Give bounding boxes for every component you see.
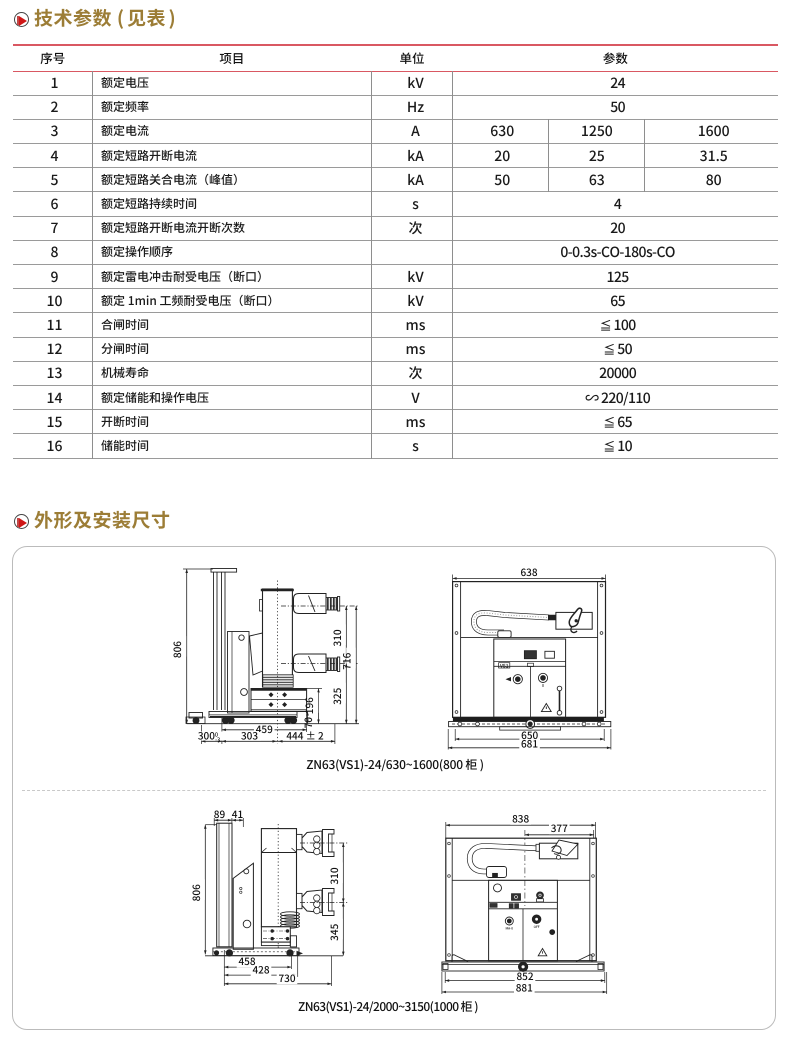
svg-text:310: 310 (329, 629, 344, 646)
svg-text:89: 89 (214, 808, 226, 821)
svg-text:41: 41 (232, 808, 244, 821)
svg-text:838: 838 (512, 811, 529, 826)
svg-text:303: 303 (241, 728, 258, 743)
svg-text:681: 681 (521, 736, 538, 751)
svg-text:325: 325 (329, 687, 344, 704)
svg-text:70: 70 (300, 717, 315, 729)
svg-text:3000-3: 3000-3 (198, 727, 220, 743)
svg-text:428: 428 (252, 961, 269, 976)
svg-text:377: 377 (551, 820, 568, 835)
svg-text:MA-0: MA-0 (506, 926, 514, 931)
svg-text:638: 638 (520, 564, 537, 579)
svg-text:650: 650 (521, 727, 538, 742)
svg-text:458: 458 (238, 953, 255, 968)
svg-text:852: 852 (516, 968, 533, 983)
svg-text:VS1: VS1 (499, 662, 509, 669)
svg-text:806: 806 (169, 641, 184, 658)
svg-text:806: 806 (188, 884, 203, 901)
svg-text:345: 345 (326, 923, 341, 940)
svg-text:881: 881 (516, 980, 533, 995)
svg-text:310: 310 (326, 867, 341, 884)
svg-text:196: 196 (301, 697, 316, 714)
svg-text:716: 716 (339, 652, 354, 669)
svg-text:OFF: OFF (534, 924, 540, 929)
svg-text:444 ± 2: 444 ± 2 (286, 728, 324, 743)
svg-text:730: 730 (278, 970, 295, 985)
